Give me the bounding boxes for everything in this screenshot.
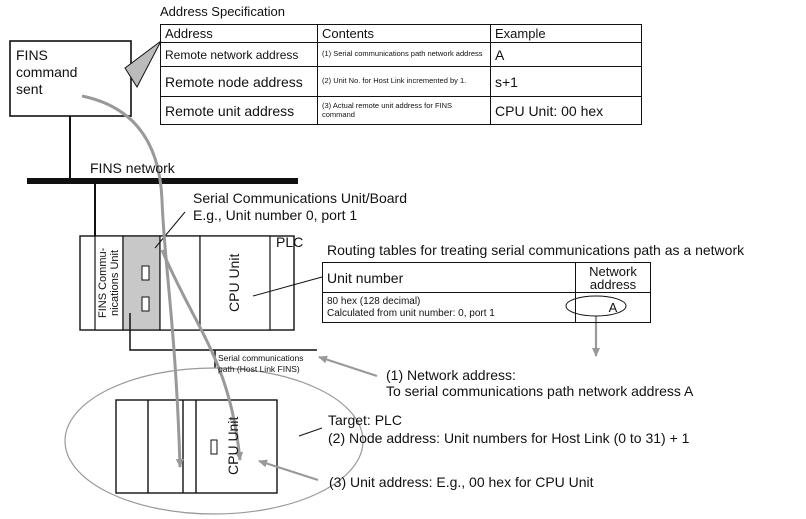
note1-line1: (1) Network address: — [386, 367, 516, 383]
target-leader — [298, 427, 323, 437]
fins-network-label: FINS network — [90, 160, 175, 176]
fins-unit-label-2: nications Unit — [109, 249, 121, 317]
flow-arrow-main — [81, 94, 184, 468]
serial-unit-label: Serial Communications Unit/Board E.g., U… — [193, 190, 407, 224]
target-port — [210, 439, 218, 455]
note-unit-address: (3) Unit address: E.g., 00 hex for CPU U… — [329, 474, 594, 490]
routing-table: Unit number Network address 80 hex (128 … — [322, 262, 651, 323]
serial-unit-line1: Serial Communications Unit/Board — [193, 190, 407, 206]
serial-path-line1: Serial communications — [218, 353, 304, 363]
target-line2: (2) Node address: Unit numbers for Host … — [328, 430, 690, 446]
fins-network-bus — [27, 178, 298, 184]
fins-command-box — [9, 40, 132, 117]
callout-pointer — [124, 40, 162, 89]
contents-cell: (2) Unit No. for Host Link incremented b… — [317, 66, 491, 97]
fins-command-line1: FINS — [16, 47, 48, 63]
flow-arrow-unit — [258, 459, 319, 482]
cpu-to-routing-leader — [252, 276, 323, 297]
table-row: Remote unit address (3) Actual remote un… — [160, 96, 642, 125]
address-cell: Remote node address — [160, 66, 318, 97]
routing-network-cell: A — [575, 292, 651, 323]
fins-command-line3: sent — [16, 81, 43, 97]
serial-unit-line2: E.g., Unit number 0, port 1 — [193, 207, 358, 223]
serial-path-label: Serial communications path (Host Link FI… — [218, 353, 304, 375]
plc-cpu-unit — [199, 235, 271, 331]
routing-title: Routing tables for treating serial commu… — [327, 242, 745, 258]
table-row: Remote network address (1) Serial commun… — [160, 42, 642, 67]
contents-cell: (1) Serial communications path network a… — [317, 42, 491, 67]
routing-header-network: Network address — [575, 262, 651, 293]
serial-path-line2: path (Host Link FINS) — [218, 364, 300, 374]
target-cpu-label: CPU Unit — [225, 416, 241, 476]
routing-unit-cell: 80 hex (128 decimal) Calculated from uni… — [322, 292, 576, 323]
table-row: 80 hex (128 decimal) Calculated from uni… — [322, 292, 651, 323]
serial-port-1 — [141, 296, 150, 312]
address-spec-table: Address Contents Example Remote network … — [160, 24, 642, 125]
target-line1: Target: PLC — [328, 412, 402, 428]
serial-unit-leader — [154, 211, 186, 249]
routing-header-unit: Unit number — [322, 262, 576, 293]
fins-unit-label-1: FINS Commu- — [97, 247, 109, 319]
routing-unit-line2: Calculated from unit number: 0, port 1 — [327, 307, 495, 319]
plc-label: PLC — [276, 234, 304, 250]
note-network-address: (1) Network address: To serial communica… — [386, 367, 693, 399]
address-cell: Remote unit address — [160, 96, 318, 125]
fins-unit-label: FINS Commu- nications Unit — [97, 238, 121, 328]
routing-unit-line1: 80 hex (128 decimal) — [327, 295, 421, 307]
address-spec-title: Address Specification — [160, 4, 286, 19]
note1-line2: To serial communications path network ad… — [386, 383, 694, 399]
example-cell: s+1 — [490, 66, 642, 97]
fins-command-line2: command — [16, 64, 78, 80]
contents-cell: (3) Actual remote unit address for FINS … — [317, 96, 491, 125]
address-cell: Remote network address — [160, 42, 318, 67]
example-cell: A — [490, 42, 642, 67]
plc-cpu-label: CPU Unit — [226, 253, 242, 313]
address-spec-header-contents: Contents — [317, 24, 491, 43]
table-row: Remote node address (2) Unit No. for Hos… — [160, 66, 642, 97]
serial-port-0 — [141, 265, 150, 281]
flow-arrow-fork — [160, 249, 244, 461]
flow-arrow-network — [318, 355, 378, 378]
address-spec-header-address: Address — [160, 24, 318, 43]
target-label: Target: PLC (2) Node address: Unit numbe… — [328, 411, 689, 447]
plc-serial-unit — [122, 235, 161, 331]
serial-path-line — [129, 313, 317, 351]
address-spec-header-example: Example — [490, 24, 642, 43]
example-cell: CPU Unit: 00 hex — [490, 96, 642, 125]
fins-command-text: FINS command sent — [16, 47, 77, 98]
